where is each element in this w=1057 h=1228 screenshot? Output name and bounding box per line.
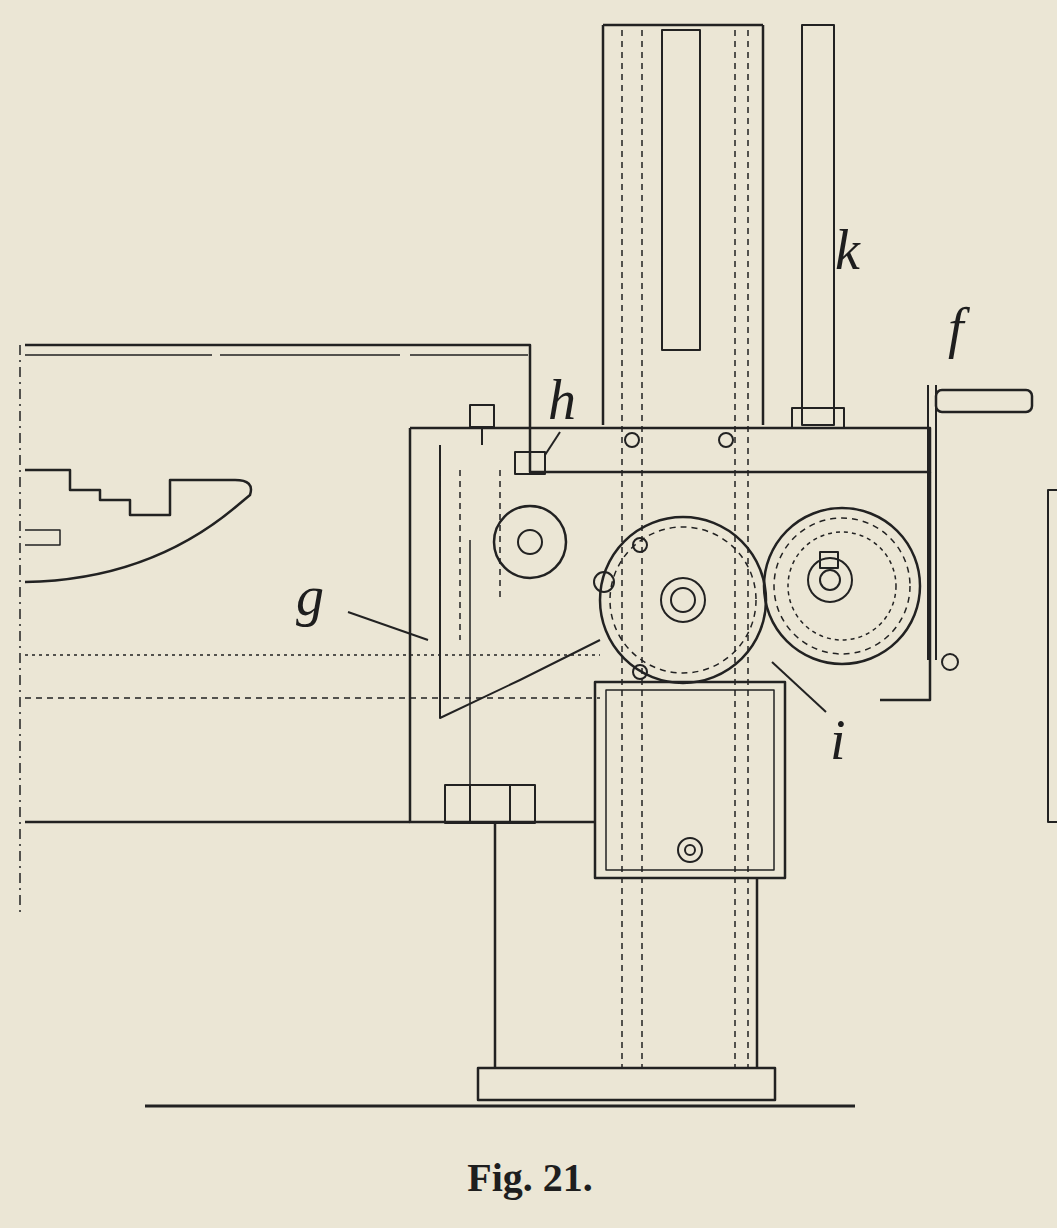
gear-pitch — [610, 527, 756, 673]
hidden-line — [460, 470, 500, 640]
stepped-profile — [25, 470, 251, 582]
gear-bore — [671, 588, 695, 612]
bolt-block — [470, 785, 510, 823]
bolt — [625, 433, 639, 447]
leader-line — [348, 612, 428, 640]
gear-hub — [808, 558, 852, 602]
cutaway-edge — [440, 445, 600, 718]
leader-line — [772, 662, 826, 712]
crank-handle — [936, 390, 1032, 412]
bolt — [633, 665, 647, 679]
hidden-line — [25, 654, 600, 656]
clamp — [515, 452, 545, 474]
figure-caption: Fig. 21. — [467, 1158, 593, 1198]
housing-outline — [410, 428, 595, 822]
callout-letter: h — [548, 372, 576, 428]
bolt — [678, 838, 702, 862]
ground-line — [145, 1105, 855, 1108]
next-figure-edge — [1048, 490, 1057, 822]
hidden-line — [25, 697, 600, 699]
leader-line — [545, 432, 560, 455]
screw-stem — [481, 427, 483, 445]
callout-letter: g — [296, 568, 324, 624]
table-top — [25, 354, 528, 356]
bracket — [595, 682, 785, 878]
table-bottom — [25, 821, 410, 824]
crank-arm — [928, 385, 936, 660]
tie-rod — [469, 540, 471, 785]
column-outline — [603, 25, 763, 425]
gear — [764, 508, 920, 664]
stepped-profile — [25, 530, 60, 545]
column-slot — [662, 30, 700, 350]
bolt — [719, 433, 733, 447]
key — [820, 552, 838, 568]
rod — [802, 25, 834, 425]
top-plate — [530, 428, 930, 472]
gear — [600, 517, 766, 683]
pedestal — [495, 822, 757, 1068]
rod-collar — [792, 408, 844, 428]
roller — [494, 506, 566, 578]
callout-letter: i — [830, 712, 846, 768]
gear-pitch — [774, 518, 910, 654]
callout-letter: k — [835, 222, 860, 278]
gear-pitch — [788, 532, 896, 640]
center-line — [19, 345, 21, 915]
bolt — [685, 845, 695, 855]
bolt — [633, 538, 647, 552]
base-plate — [478, 1068, 775, 1100]
roller-hub — [518, 530, 542, 554]
machine-outline — [20, 25, 1057, 1106]
hidden-line — [622, 30, 748, 1068]
screw-knob — [470, 405, 494, 427]
crank-pin — [942, 654, 958, 670]
gear-bore — [820, 570, 840, 590]
bolt-block — [445, 785, 535, 823]
housing-right — [880, 472, 930, 700]
gear-hub — [661, 578, 705, 622]
bracket-inner — [606, 690, 774, 870]
callout-letter: f — [948, 300, 964, 356]
table-outline — [25, 345, 530, 428]
